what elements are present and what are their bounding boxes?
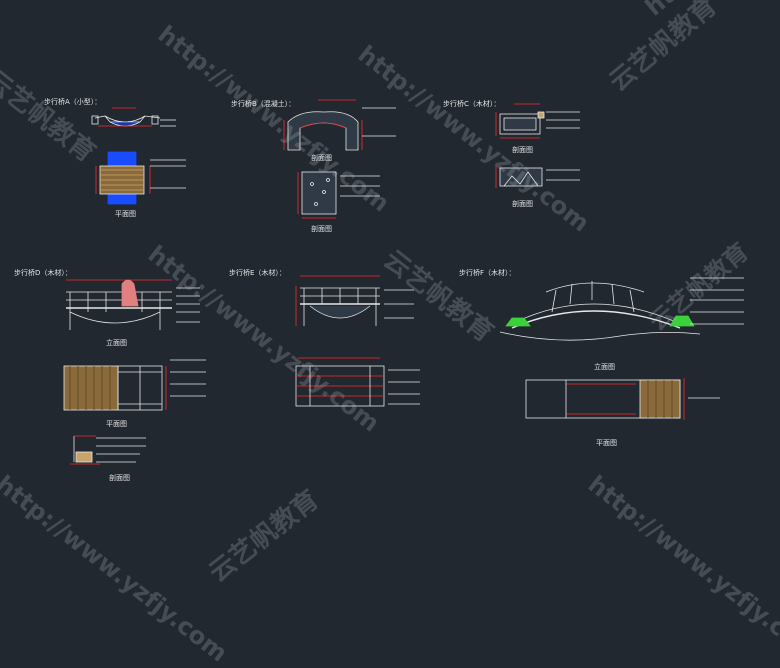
bridge-b-section-1 (283, 99, 396, 151)
bridge-f-plan-label: 平面图 (596, 439, 617, 447)
cad-drawing-canvas (63, 99, 744, 465)
bridge-c-title: 步行桥C（木材）： (443, 100, 501, 108)
bridge-d-elevation (66, 279, 200, 330)
bridge-e-plan (295, 357, 420, 407)
bridge-a-plan (95, 151, 186, 205)
bridge-d-section (70, 435, 146, 465)
bridge-f-elevation-label: 立面图 (594, 363, 615, 371)
bridge-b-section1-label: 剖面图 (311, 154, 332, 162)
bridge-f-title: 步行桥F（木材）： (459, 269, 516, 277)
bridge-e-title: 步行桥E（木材）： (229, 269, 286, 277)
bridge-a-plan-label: 平面图 (115, 210, 136, 218)
bridge-c-section-1 (495, 103, 580, 139)
bridge-a-title: 步行桥A（小型）： (44, 98, 102, 106)
bridge-d-plan (63, 359, 206, 411)
bridge-c-section-2 (495, 166, 580, 188)
bridge-b-section2-label: 剖面图 (311, 225, 332, 233)
bridge-c-section1-label: 剖面图 (512, 146, 533, 154)
bridge-c-section2-label: 剖面图 (512, 200, 533, 208)
bridge-b-section-2 (297, 171, 380, 219)
bridge-d-plan-label: 平面图 (106, 420, 127, 428)
bridge-b-title: 步行桥B（混凝土）： (231, 100, 296, 108)
bridge-d-section-label: 剖面图 (109, 474, 130, 482)
bridge-d-title: 步行桥D（木材）： (14, 269, 72, 277)
bridge-f-elevation (499, 277, 744, 341)
bridge-e-elevation (295, 275, 414, 326)
bridge-d-elevation-label: 立面图 (106, 339, 127, 347)
bridge-f-plan (525, 378, 720, 420)
bridge-a-section (91, 107, 176, 127)
